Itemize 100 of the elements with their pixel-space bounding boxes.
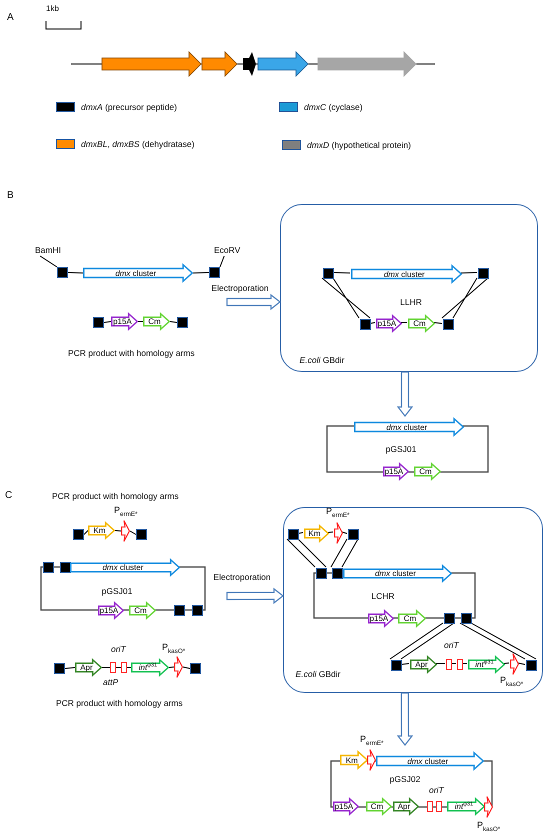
gene-label: p15A (113, 317, 132, 326)
gene-label: dmx cluster (386, 422, 428, 432)
recombination-line (332, 272, 350, 274)
promoter-label: P$_{ermE*}$ (114, 505, 138, 516)
homology-arm-box (288, 529, 299, 540)
promoter-symbol (174, 656, 183, 678)
homology-arm-box (174, 605, 185, 616)
homology-arm-box (192, 605, 203, 616)
homology-arm-box (177, 317, 188, 328)
homology-arm-box (93, 317, 104, 328)
block-arrow (396, 371, 414, 417)
recombination-line (518, 662, 526, 665)
legend-label: dmxD (hypothetical protein) (307, 139, 411, 151)
gene-label: p15A (384, 467, 404, 476)
gene-block (351, 265, 462, 283)
gene-label: dmx cluster (407, 756, 448, 766)
gene-label: Cm (370, 802, 384, 811)
promoter-symbol (510, 653, 519, 675)
gene-block (376, 752, 484, 770)
site-box (110, 662, 116, 673)
gene-block (393, 798, 419, 815)
gene-block (414, 463, 441, 480)
caption-text: PCR product with homology arms (52, 491, 179, 502)
gene-block (98, 602, 124, 619)
site-label: oriT (429, 785, 444, 796)
gene-block (75, 659, 102, 676)
gene-block (70, 559, 180, 576)
recombination-line (328, 532, 334, 533)
panel-letter: C (5, 490, 12, 502)
gene-block (354, 418, 464, 436)
plasmid-name: pGSJ02 (390, 774, 420, 784)
gene-block (383, 463, 409, 480)
site-label: oriT (111, 644, 126, 654)
connector-line (116, 667, 122, 668)
host-label: E.coli GBdir (300, 355, 344, 365)
homology-arm-box (526, 660, 537, 671)
gene-block (343, 565, 452, 582)
gene-block (376, 315, 402, 332)
gene-label: Apr (80, 663, 93, 672)
cell-panel (280, 204, 538, 372)
block-arrow (396, 692, 414, 746)
connector-line (400, 322, 408, 323)
panel-letter: B (7, 190, 14, 202)
gene-block (129, 602, 156, 619)
recombination-line (126, 667, 132, 668)
recombination-line (452, 278, 478, 318)
recombination-line (130, 530, 136, 535)
homology-arm-box (461, 613, 472, 624)
homology-arm-box (57, 267, 68, 278)
gene-label: Km (346, 756, 358, 764)
gene-block (340, 751, 368, 769)
gene-label: dmx cluster (384, 270, 425, 278)
homology-arm-box (60, 562, 71, 573)
gene-block (410, 656, 437, 673)
gene-block (111, 313, 138, 330)
gene-block (304, 525, 329, 542)
recombination-line (434, 322, 442, 324)
gene-label: dmx cluster (102, 563, 144, 572)
recombination-line (104, 321, 112, 323)
panel-letter: A (7, 12, 14, 24)
recombination-line (504, 662, 510, 664)
process-label: LLHR (400, 297, 422, 307)
homology-arm-box (443, 319, 454, 330)
gene-label: p15A (100, 606, 118, 615)
promoter-symbol (367, 749, 376, 771)
gene-block (333, 798, 359, 815)
recombination-line (342, 538, 358, 568)
edge-label: Electroporation (210, 283, 270, 293)
recombination-line (168, 666, 174, 668)
homology-arm-box (54, 663, 65, 674)
restriction-site-label: EcoRV (214, 244, 240, 256)
recombination-line (390, 622, 444, 660)
gene-block (83, 264, 193, 282)
gene-label: Apr (398, 802, 410, 811)
caption-text: PCR product with homology arms (56, 698, 183, 708)
recombination-line (192, 272, 210, 274)
host-label: E.coli GBdir (296, 669, 340, 679)
site-box (436, 801, 442, 812)
edge-label: Electroporation (212, 572, 272, 582)
recombination-line (298, 538, 326, 568)
homology-arm-box (348, 529, 359, 540)
gene-block (143, 313, 170, 330)
gene-label: dmx cluster (115, 268, 156, 278)
recombination-line (84, 530, 88, 535)
recombination-line (298, 532, 304, 534)
promoter-label: P$_{kasO*}$ (477, 820, 500, 831)
block-arrow (226, 588, 284, 604)
gene-block (366, 798, 392, 815)
gene-label: Cm (148, 317, 161, 326)
gene-label: Cm (413, 319, 426, 328)
restriction-site-label: BamHI (35, 244, 61, 256)
gene-block (468, 656, 505, 673)
recombination-line (470, 622, 536, 660)
gene-label: Apr (415, 660, 428, 669)
recombination-line (286, 538, 316, 568)
legend-label: dmxBL, dmxBS (dehydratase) (81, 138, 194, 150)
homology-arm-box (136, 529, 147, 540)
legend-label: dmxC (cyclase) (304, 101, 363, 113)
homology-arm-box (444, 613, 455, 624)
recombination-line (64, 667, 76, 669)
